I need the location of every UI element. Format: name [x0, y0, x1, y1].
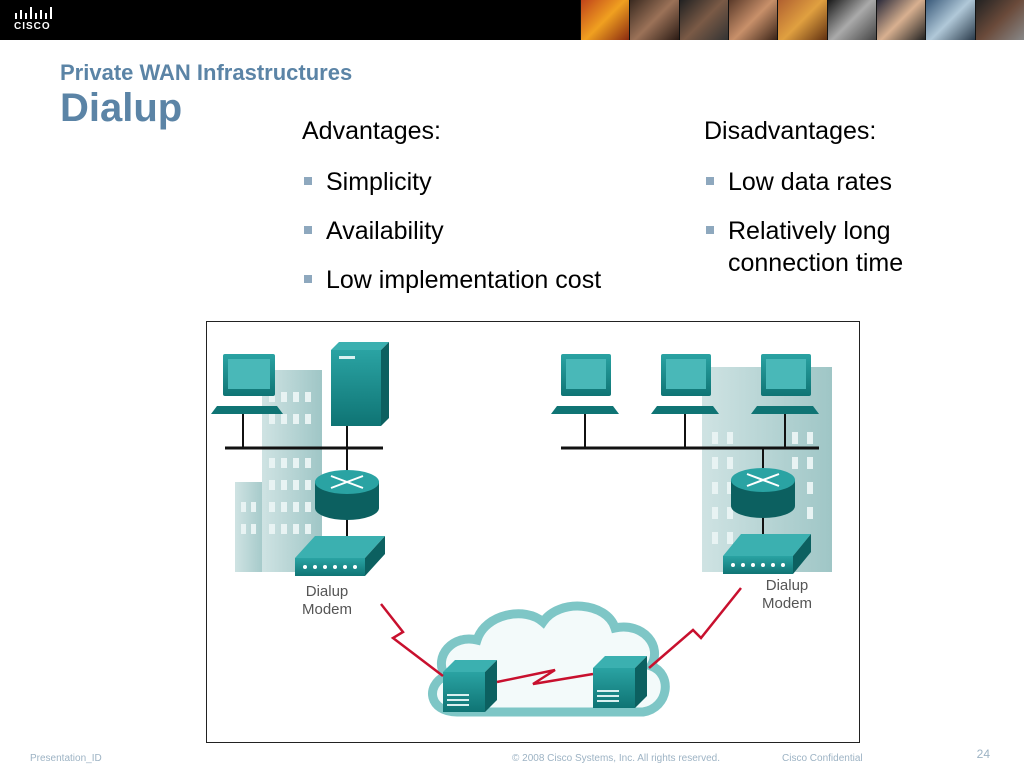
slide-subtitle: Private WAN Infrastructures: [60, 60, 353, 85]
disadvantages-heading: Disadvantages:: [704, 117, 877, 145]
footer-presentation-id: Presentation_ID: [30, 753, 102, 764]
bullet-square-icon: [304, 226, 312, 234]
left-modem-label: Dialup: [306, 583, 349, 600]
bullet-square-icon: [304, 275, 312, 283]
cloud-link: [496, 668, 594, 686]
bullet-square-icon: [706, 177, 714, 185]
footer-copyright: © 2008 Cisco Systems, Inc. All rights re…: [512, 753, 721, 764]
right-modem-label: Modem: [762, 595, 812, 612]
advantage-item: Simplicity: [302, 166, 682, 198]
advantages-heading: Advantages:: [302, 117, 441, 145]
footer-confidential: Cisco Confidential: [782, 753, 863, 764]
advantage-item: Low implementation cost: [302, 264, 682, 296]
left-modem-label: Modem: [302, 601, 352, 618]
right-pc-icon: [651, 354, 719, 414]
header-photo-strip: [580, 0, 1024, 40]
dialup-network-diagram: Dialup Modem Dialup Modem: [206, 321, 860, 743]
disadvantages-column: Disadvantages: Low data rates Relatively…: [704, 116, 1004, 296]
left-wan-switch-icon: [443, 660, 497, 712]
left-dialup-link: [380, 603, 444, 677]
left-router-icon: [315, 470, 379, 520]
right-modem-label: Dialup: [766, 577, 809, 594]
right-dialup-link: [648, 587, 742, 669]
disadvantage-item: Low data rates: [704, 166, 1004, 198]
bullet-square-icon: [304, 177, 312, 185]
left-pc-icon: [211, 354, 283, 414]
right-router-icon: [731, 468, 795, 518]
right-wan-switch-icon: [593, 656, 647, 708]
right-pc-icon: [551, 354, 619, 414]
logo-text: CISCO: [14, 21, 51, 32]
header-bar: CISCO: [0, 0, 1024, 40]
server-icon: [331, 342, 389, 426]
right-modem-icon: [723, 534, 811, 574]
slide-title: Dialup: [60, 86, 183, 130]
right-pc-icon: [751, 354, 819, 414]
advantage-item: Availability: [302, 215, 682, 247]
cisco-bars-icon: [15, 7, 52, 19]
disadvantage-item: Relatively long connection time: [704, 215, 1004, 279]
left-modem-icon: [295, 536, 385, 576]
cisco-logo: CISCO: [8, 4, 64, 36]
advantages-column: Advantages: Simplicity Availability Low …: [302, 116, 682, 313]
bullet-square-icon: [706, 226, 714, 234]
page-number: 24: [976, 747, 990, 761]
left-building: [235, 370, 322, 572]
